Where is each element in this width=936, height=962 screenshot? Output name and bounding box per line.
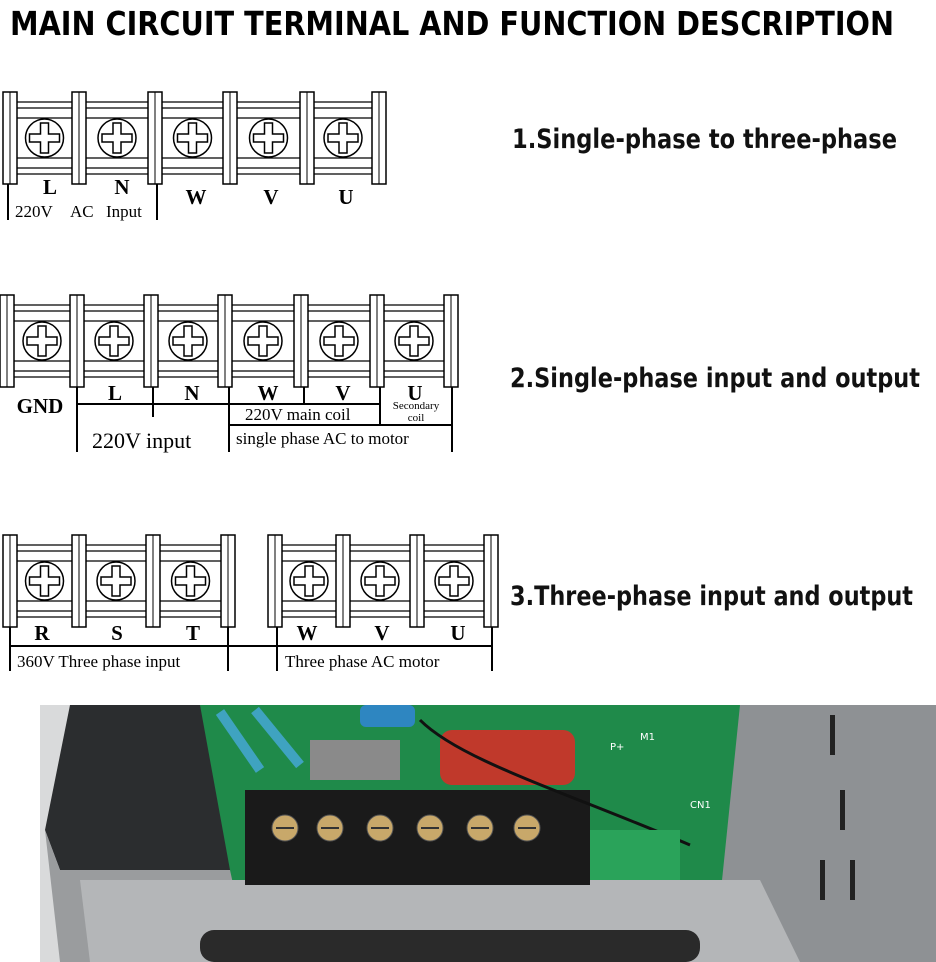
enclosure-side — [720, 705, 936, 962]
terminal-separator — [409, 534, 425, 628]
terminal — [160, 544, 221, 618]
terminal-block — [267, 534, 499, 628]
terminal-separator — [71, 534, 87, 628]
terminal-separator — [145, 534, 161, 628]
terminal-label: W — [297, 621, 318, 645]
terminal — [84, 304, 144, 378]
terminal — [86, 101, 148, 175]
section-1-heading: 1.Single-phase to three-phase — [512, 124, 897, 155]
terminal-separator — [2, 534, 18, 628]
page-title: MAIN CIRCUIT TERMINAL AND FUNCTION DESCR… — [10, 4, 894, 43]
terminal-label: V — [263, 185, 278, 209]
terminal-separator — [267, 534, 283, 628]
terminal — [424, 544, 484, 618]
terminal — [14, 304, 70, 378]
terminal-blocks — [0, 91, 499, 628]
terminal-label: W — [186, 185, 207, 209]
terminal-label: U — [450, 621, 465, 645]
terminal-separator — [0, 294, 15, 388]
terminal-separator — [217, 294, 233, 388]
group-label: 220V input — [92, 428, 191, 453]
capacitor — [440, 730, 575, 785]
terminal — [314, 101, 372, 175]
terminal-label: V — [335, 381, 350, 405]
terminal-separator — [299, 91, 315, 185]
terminal-separator — [293, 294, 309, 388]
terminal-label: W — [258, 381, 279, 405]
terminal-label: S — [111, 621, 123, 645]
section-1-labels: L N W V U 220V AC Input — [7, 175, 354, 221]
section-2-heading: 2.Single-phase input and output — [510, 363, 920, 394]
group-label: 220V main coil — [245, 405, 351, 424]
terminal-block — [0, 294, 459, 388]
product-photo: M1 CN1 P+ — [40, 705, 936, 962]
terminal-block-photo — [245, 790, 590, 885]
terminal-separator — [222, 91, 238, 185]
terminal-separator — [220, 534, 236, 628]
terminal-separator — [371, 91, 387, 185]
terminal-label: V — [374, 621, 389, 645]
terminal-label: L — [43, 175, 57, 199]
terminal-block — [2, 534, 236, 628]
terminal-separator — [369, 294, 385, 388]
terminal-separator — [69, 294, 85, 388]
pcb-label: P+ — [610, 742, 624, 753]
terminal — [17, 544, 72, 618]
section-2-labels: GND L N W V U 220V main coil Secondary c… — [17, 381, 453, 453]
terminal — [384, 304, 444, 378]
terminal-label: R — [34, 621, 50, 645]
terminal — [237, 101, 300, 175]
terminal-separator — [143, 294, 159, 388]
terminal-separator — [443, 294, 459, 388]
terminal — [282, 544, 336, 618]
terminal-label: U — [338, 185, 353, 209]
terminal-label: N — [114, 175, 129, 199]
terminal-label: L — [108, 381, 122, 405]
terminal — [162, 101, 223, 175]
group-label: Input — [106, 202, 142, 221]
terminal — [350, 544, 410, 618]
group-label: Three phase AC motor — [285, 652, 440, 671]
terminal — [232, 304, 294, 378]
terminal — [308, 304, 370, 378]
terminal-separator — [147, 91, 163, 185]
group-label: coil — [408, 412, 425, 424]
terminal — [158, 304, 218, 378]
group-label: 360V Three phase input — [17, 652, 180, 671]
pcb-label: CN1 — [690, 800, 711, 811]
group-label: Secondary — [393, 400, 440, 412]
terminal-separator — [483, 534, 499, 628]
terminal-block — [2, 91, 387, 185]
terminal — [86, 544, 146, 618]
group-label: AC — [70, 202, 94, 221]
group-label: single phase AC to motor — [236, 429, 409, 448]
terminal-label: T — [186, 621, 200, 645]
section-3-labels: R S T W V U 360V Three phase input Three… — [9, 621, 493, 671]
pcb-label: M1 — [640, 732, 655, 743]
terminal-label: N — [184, 381, 199, 405]
section-3-heading: 3.Three-phase input and output — [510, 581, 913, 612]
terminal-label: GND — [17, 394, 64, 418]
terminal-separator — [71, 91, 87, 185]
terminal-separator — [2, 91, 18, 185]
terminal-label: U — [407, 381, 422, 405]
terminal-separator — [335, 534, 351, 628]
terminal — [17, 101, 72, 175]
group-label: 220V — [15, 202, 54, 221]
